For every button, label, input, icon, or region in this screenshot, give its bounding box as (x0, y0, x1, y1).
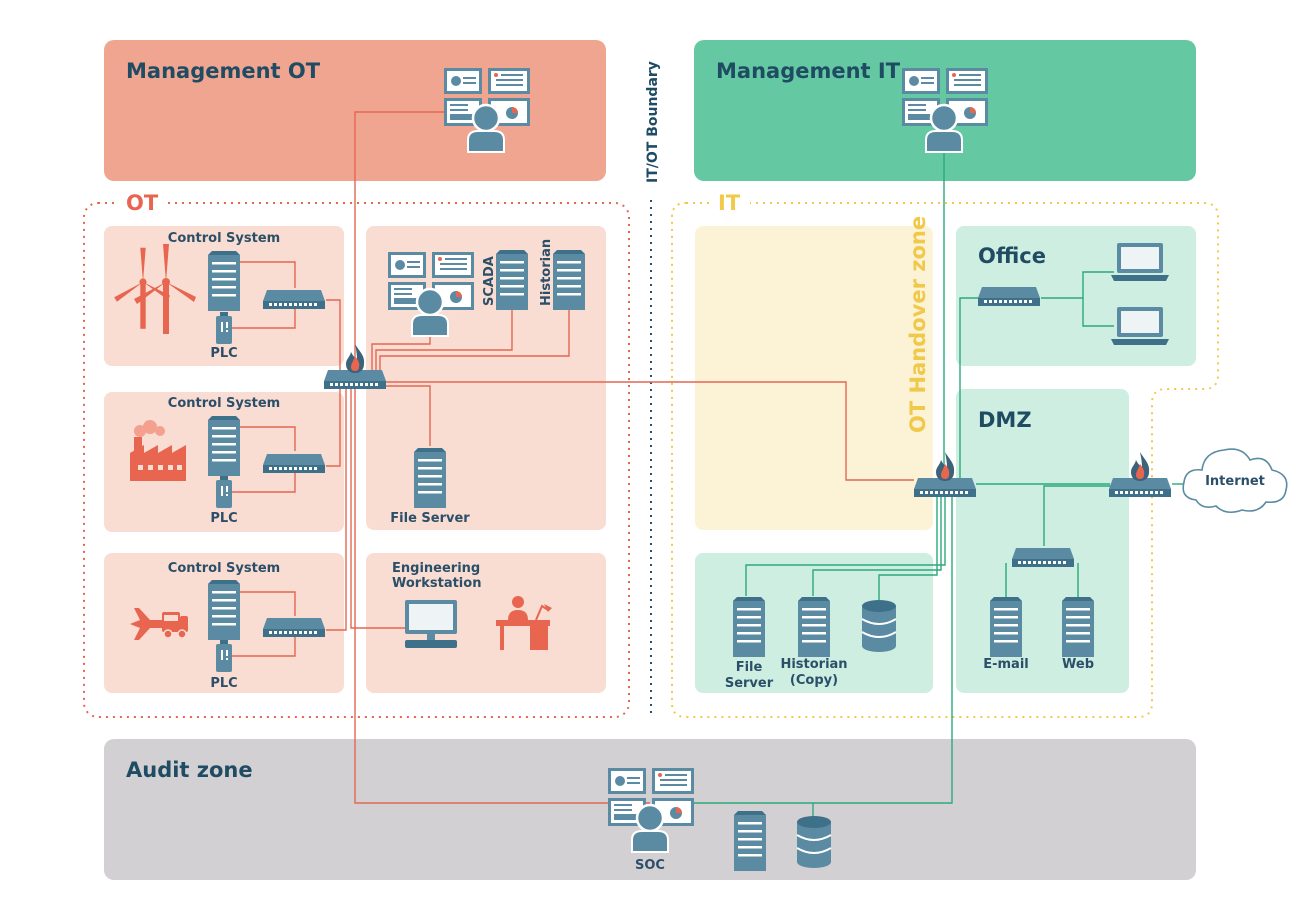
web-label: Web (1062, 657, 1094, 672)
control-server-icon-3 (208, 580, 240, 640)
office-title: Office (978, 244, 1046, 268)
control-system-label-3: Control System (168, 561, 280, 576)
it-connections (690, 150, 1186, 818)
ot-file-server-icon (414, 448, 446, 508)
engineering-label-line1: Engineering (392, 561, 480, 576)
management-ot-title: Management OT (126, 59, 321, 83)
dmz-title: DMZ (978, 408, 1032, 432)
audit-server-icon (734, 811, 766, 871)
plc-label-3: PLC (210, 676, 237, 691)
web-server-icon (1062, 597, 1094, 657)
historian-server-icon (553, 250, 585, 310)
office-switch-icon (978, 287, 1040, 306)
control-server-icon-1 (208, 251, 240, 311)
handover-zone-label: OT Handover zone (906, 216, 930, 433)
historian-label: Historian (539, 239, 554, 306)
email-server-icon (990, 597, 1022, 657)
it-file-server-icon (733, 597, 765, 657)
audit-database-icon (796, 815, 832, 869)
handover-firewall-icon (936, 452, 955, 481)
control-switch-icon-2 (263, 454, 325, 473)
historian-copy-server-icon (798, 597, 830, 657)
soc-label: SOC (635, 858, 665, 873)
it-zone-label: IT (718, 191, 741, 215)
plc-label-1: PLC (210, 346, 237, 361)
dmz-switch-icon (1012, 548, 1074, 567)
it-file-server-label-line2: Server (725, 676, 774, 691)
it-zone-boundary (671, 202, 1219, 718)
plc-icon-3 (216, 640, 232, 672)
office-laptop-icon-2 (1111, 307, 1169, 345)
control-system-label-1: Control System (168, 231, 280, 246)
it-database-icon (861, 599, 897, 653)
historian-copy-label-line2: (Copy) (790, 673, 838, 688)
management-it-title: Management IT (716, 59, 901, 83)
ot-file-server-label: File Server (390, 511, 470, 526)
dmz-firewall-icon (1131, 452, 1150, 481)
scada-label: SCADA (482, 256, 497, 306)
engineering-workstation-cell (366, 553, 606, 693)
internet-cloud-icon (1182, 448, 1288, 514)
scada-server-icon (496, 250, 528, 310)
engineering-label-line2: Workstation (392, 576, 481, 591)
ot-handover-cell (695, 226, 933, 530)
engineering-workstation-icon (405, 600, 457, 648)
control-server-icon-2 (208, 416, 240, 476)
control-system-label-2: Control System (168, 396, 280, 411)
boundary-label: IT/OT Boundary (645, 61, 661, 183)
historian-copy-label-line1: Historian (780, 657, 847, 672)
email-label: E-mail (983, 657, 1029, 672)
ot-zone-boundary (83, 202, 630, 718)
audit-zone-title: Audit zone (126, 758, 253, 782)
it-file-server-label-line1: File (736, 660, 763, 675)
plc-icon-1 (216, 312, 232, 344)
office-laptop-icon-1 (1111, 243, 1169, 281)
control-switch-icon-1 (263, 290, 325, 309)
ot-zone-label: OT (126, 191, 159, 215)
internet-label: Internet (1205, 474, 1265, 489)
dmz-cell (956, 389, 1129, 693)
plc-icon-2 (216, 476, 232, 508)
control-switch-icon-3 (263, 618, 325, 637)
plc-label-2: PLC (210, 511, 237, 526)
